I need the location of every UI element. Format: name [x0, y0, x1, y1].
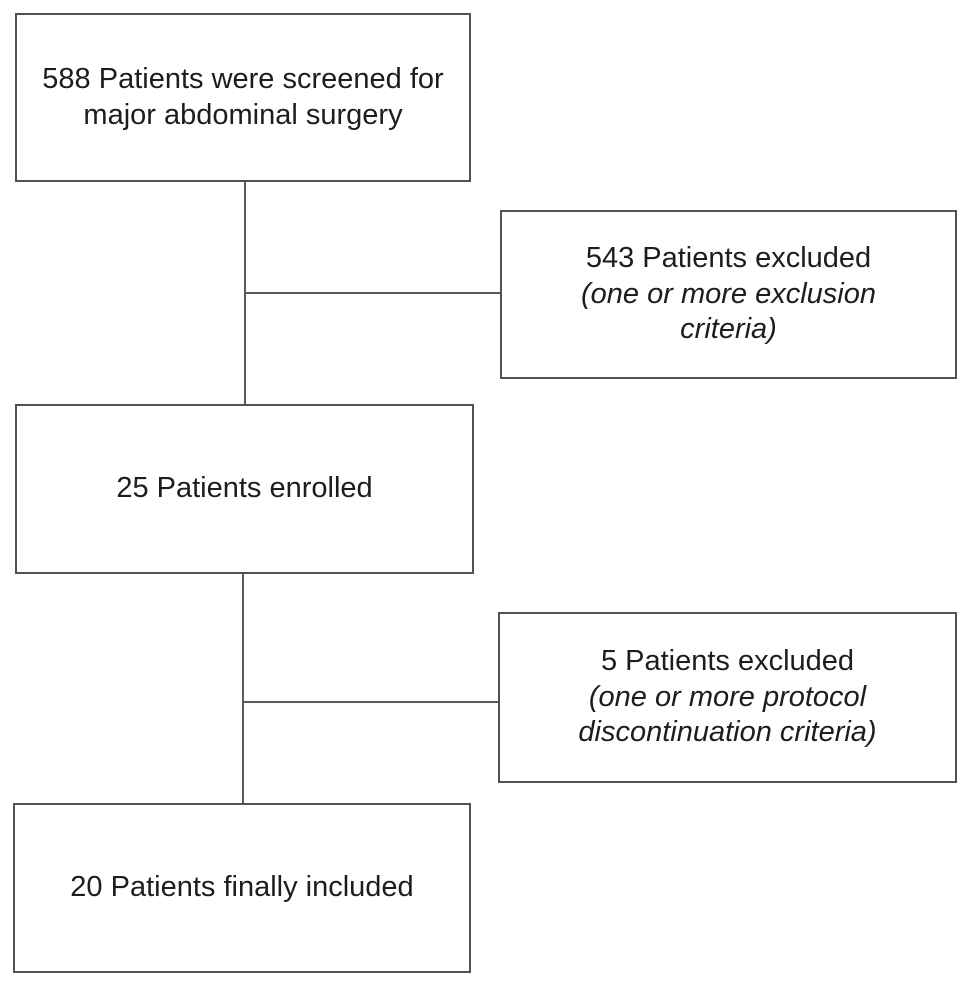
node-excluded-protocol: 5 Patients excluded (one or more protoco…	[498, 612, 957, 783]
node-screened-label: 588 Patients were screened for major abd…	[42, 62, 444, 131]
node-screened: 588 Patients were screened for major abd…	[15, 13, 471, 182]
node-enrolled: 25 Patients enrolled	[15, 404, 474, 574]
node-excluded-screening-label: 543 Patients excluded	[585, 241, 872, 274]
connector-screened-to-enrolled	[244, 182, 246, 404]
connector-enrolled-to-included	[242, 574, 244, 803]
node-excluded-protocol-content: 5 Patients excluded (one or more protoco…	[500, 644, 955, 752]
node-excluded-screening-content: 543 Patients excluded (one or more exclu…	[502, 241, 955, 349]
connector-branch-excluded-screening	[246, 292, 500, 294]
node-enrolled-label: 25 Patients enrolled	[116, 472, 373, 505]
node-included-label: 20 Patients finally included	[70, 871, 414, 904]
connector-branch-excluded-protocol	[244, 701, 498, 703]
node-excluded-screening-note: (one or more exclusion criteria)	[581, 277, 876, 346]
node-excluded-screening: 543 Patients excluded (one or more exclu…	[500, 210, 957, 379]
node-excluded-protocol-note: (one or more protocol discontinuation cr…	[578, 680, 877, 749]
node-excluded-protocol-label: 5 Patients excluded	[600, 644, 855, 677]
node-included: 20 Patients finally included	[13, 803, 471, 973]
node-enrolled-content: 25 Patients enrolled	[17, 471, 472, 507]
node-included-content: 20 Patients finally included	[15, 870, 469, 906]
node-screened-content: 588 Patients were screened for major abd…	[17, 62, 469, 134]
